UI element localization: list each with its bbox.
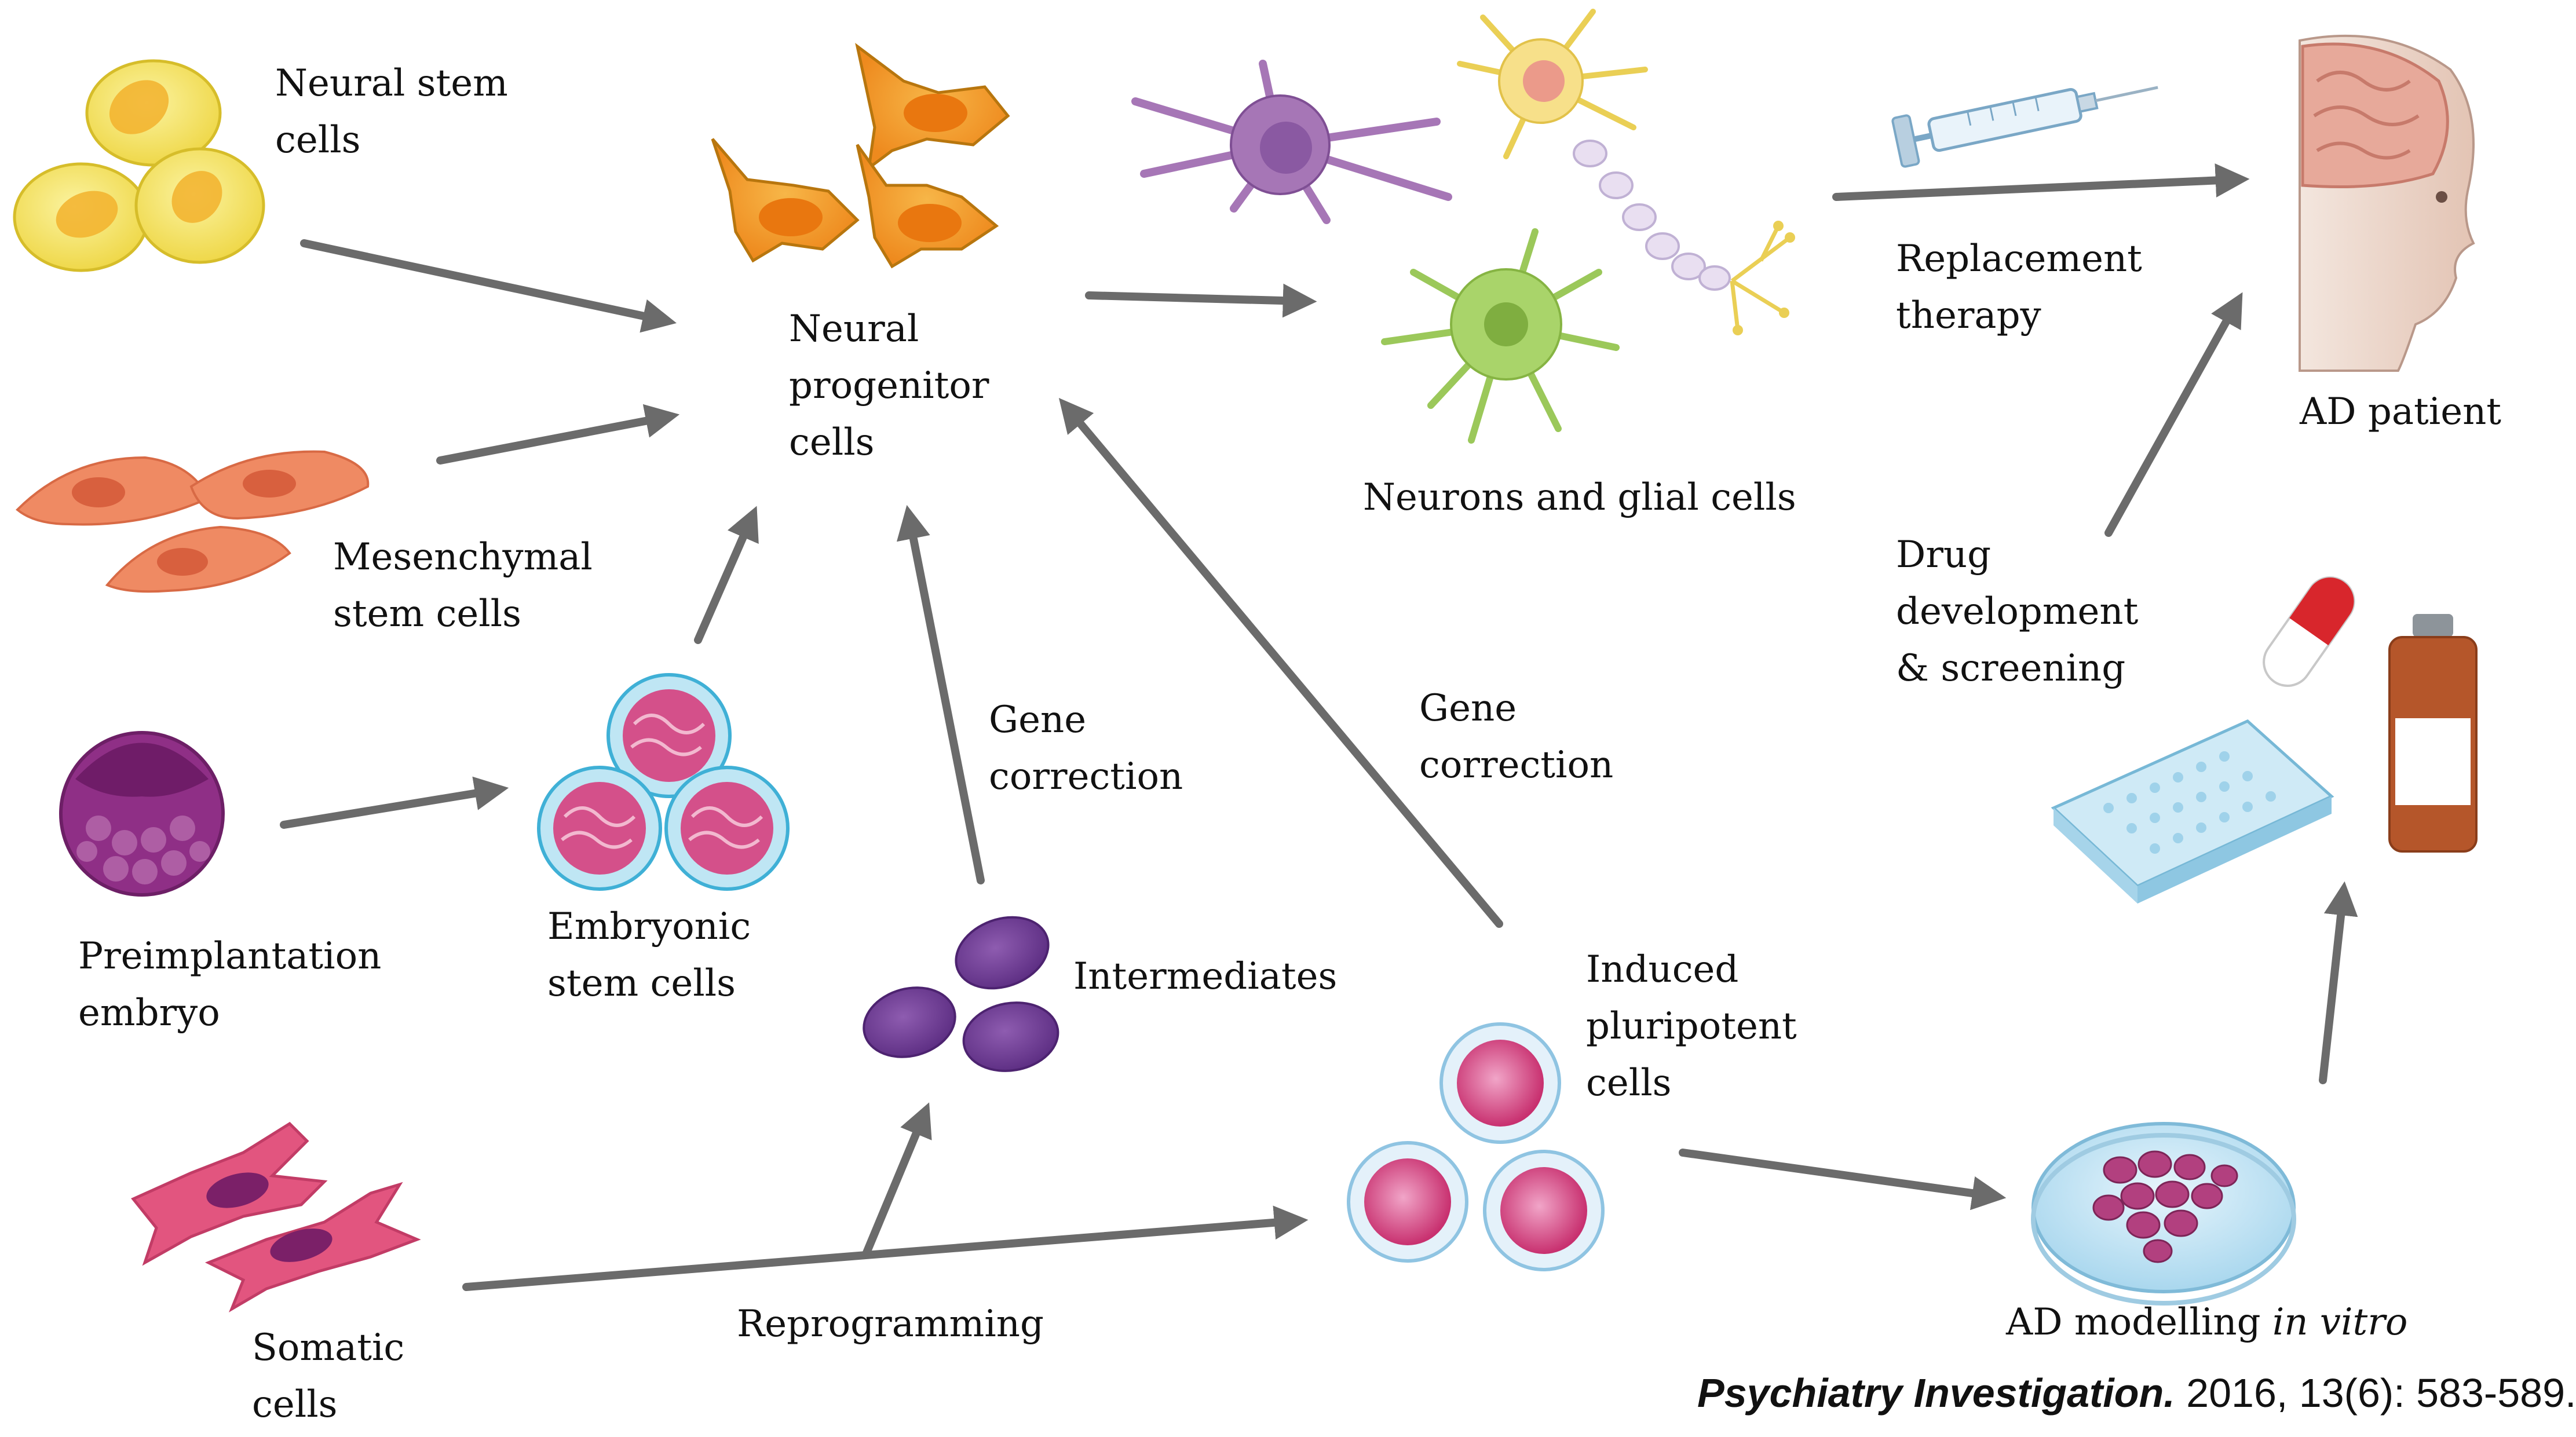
arrow-modelling-to-drug <box>2319 881 2358 1084</box>
label-mesenchymal-stem-cells: Mesenchymal stem cells <box>333 536 593 635</box>
label-neurons-glial-cells: Neurons and glial cells <box>1363 476 1796 519</box>
label-induced-pluripotent-cells: Induced pluripotent cells <box>1586 948 1797 1105</box>
arrow-intermediates-to-progenitor <box>896 504 985 884</box>
arrow-embryo-to-embryonic <box>280 776 509 829</box>
arrow-embryonic-to-progenitor <box>694 506 759 644</box>
label-gene-correction-right: Gene correction <box>1419 687 1614 787</box>
label-somatic-cells: Somatic cells <box>252 1326 405 1426</box>
label-drug-development: Drug development & screening <box>1896 533 2139 690</box>
label-intermediates: Intermediates <box>1073 955 1338 998</box>
label-neural-stem-cells: Neural stem cells <box>275 62 508 162</box>
well-plate-illustration <box>2051 719 2334 904</box>
label-preimplantation-embryo: Preimplantation embryo <box>78 935 382 1034</box>
preimplantation-embryo-illustration <box>59 731 225 897</box>
label-gene-correction-left: Gene correction <box>989 699 1183 798</box>
arrow-drug-to-patient <box>2104 292 2243 537</box>
citation: Psychiatry Investigation. 2016, 13(6): 5… <box>1697 1370 2576 1416</box>
arrow-ipsc-to-progenitor <box>1058 397 1503 928</box>
arrow-progenitor-to-neurons <box>1085 283 1317 318</box>
label-neural-progenitor-cells: Neural progenitor cells <box>789 308 989 464</box>
arrow-ipsc-to-modelling <box>1679 1149 2007 1211</box>
arrow-reprogramming-to-intermediates <box>862 1102 932 1258</box>
label-ad-patient: AD patient <box>2300 390 2501 433</box>
label-replacement-therapy: Replacement therapy <box>1896 237 2142 337</box>
arrow-mesenchymal-to-progenitor <box>436 404 680 465</box>
yellow-neuron <box>1457 9 1795 335</box>
neural-progenitor-cells-illustration <box>711 42 1010 269</box>
arrow-somatic-to-ipsc <box>462 1205 1309 1291</box>
medicine-bottle-illustration <box>2388 614 2478 853</box>
ipsc-illustration <box>1347 1022 1605 1271</box>
embryonic-stem-cells-illustration <box>537 673 790 891</box>
label-reprogramming: Reprogramming <box>737 1303 1044 1345</box>
neural-stem-cells-illustration <box>13 59 265 272</box>
green-neuron <box>1381 228 1620 444</box>
intermediates-illustration <box>863 916 1059 1072</box>
petri-dish-illustration <box>2031 1122 2296 1306</box>
capsule-illustration <box>2263 576 2355 687</box>
label-ad-modelling: AD modelling in vitro <box>2006 1301 2408 1344</box>
arrow-neural-stem-to-progenitor <box>300 239 677 333</box>
mesenchymal-stem-cells-illustration <box>16 450 370 593</box>
syringe-illustration <box>1891 86 2158 168</box>
ad-patient-illustration <box>2299 34 2475 372</box>
neurons-glial-illustration <box>1131 9 1795 444</box>
arrows <box>280 163 2358 1291</box>
label-embryonic-stem-cells: Embryonic stem cells <box>547 905 751 1005</box>
somatic-cells-illustration <box>131 1121 421 1312</box>
arrow-neurons-to-patient <box>1832 163 2250 201</box>
